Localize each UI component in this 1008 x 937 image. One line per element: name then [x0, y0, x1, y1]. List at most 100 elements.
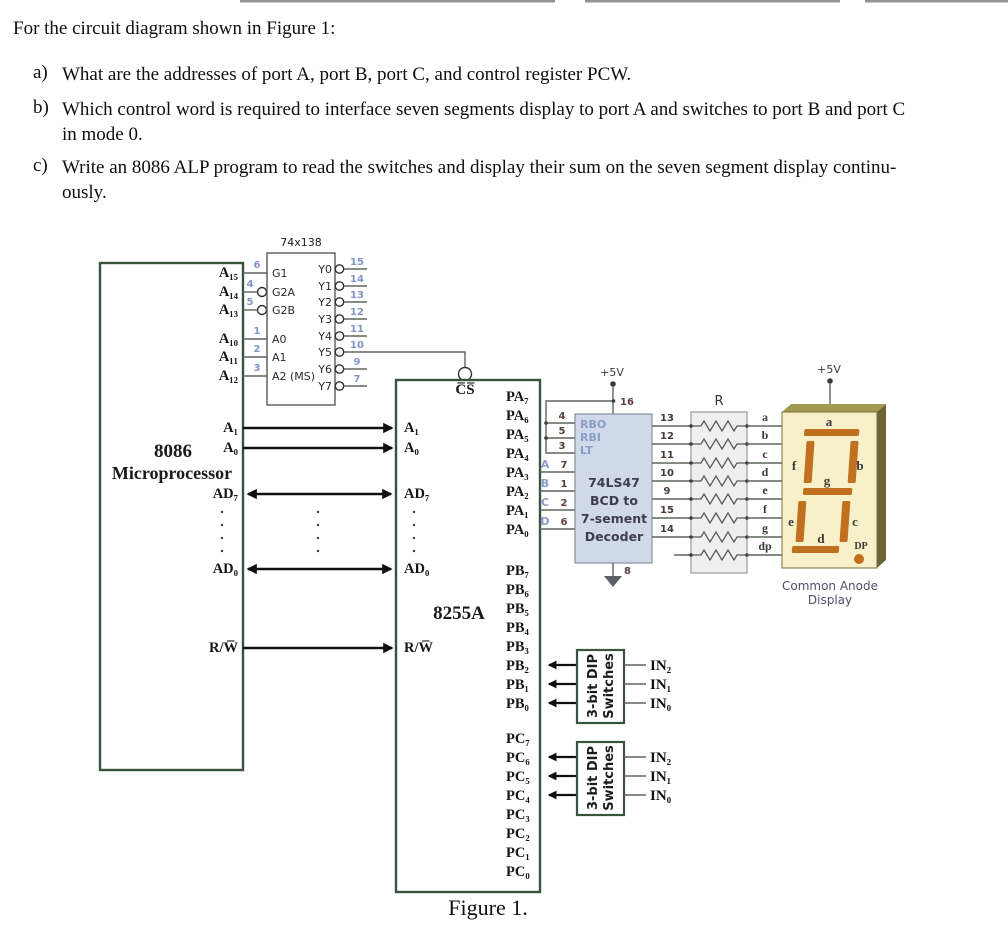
pin-number: 1: [561, 479, 568, 490]
segment-e-bar: [795, 501, 807, 542]
segment-label: f: [763, 502, 768, 516]
item-label: a): [33, 62, 48, 83]
pin-label-y7: Y7: [317, 380, 332, 393]
pin-number: 10: [660, 468, 674, 479]
segment-letter-d: d: [817, 531, 825, 546]
pin-label-pa1: PA₁: [506, 503, 529, 519]
segment-letter-dp: DP: [854, 541, 867, 552]
segment-f-bar: [803, 441, 815, 483]
display-3d-side: [877, 404, 886, 568]
pin-label-cs: C̅S̅: [455, 382, 474, 398]
pin-number: 10: [350, 340, 364, 351]
pin-label-pc0: PC₀: [506, 864, 530, 880]
input-label-in1: IN₁: [650, 677, 671, 693]
pin-number: 9: [354, 357, 361, 368]
display-caption-line1: Common Anode: [782, 579, 878, 593]
active-low-bubbles-g2: [256, 286, 268, 316]
pin-label-cpu-a1: A₁: [223, 420, 238, 436]
decoder-74ls47-output-pin-numbers: 13 12 11 10 9 15 14: [660, 413, 674, 535]
junction-dot: [544, 421, 548, 425]
pin-label-y4: Y4: [317, 330, 332, 343]
pin-label-y1: Y1: [317, 280, 332, 293]
input-label-in2: IN₂: [650, 658, 672, 674]
segment-d-bar: [791, 546, 840, 553]
pin-label-138-a0: A0: [272, 333, 287, 346]
ppi-name: 8255A: [433, 603, 485, 624]
dip1-label-line2: Switches: [602, 653, 617, 719]
ic-name-line: 7-sement: [581, 511, 647, 526]
segment-dp-dot: [854, 554, 864, 564]
pin-label-pa4: PA₄: [506, 446, 529, 462]
resistor-network-label: R: [714, 394, 723, 409]
pin-number: 13: [350, 290, 364, 301]
segment-letter-b: b: [856, 458, 863, 473]
decoder-74x138-output-bubbles-and-stubs: [334, 264, 367, 391]
pin-label-pb5: PB₅: [506, 601, 530, 617]
pin-label-pb2: PB₂: [506, 658, 529, 674]
pin-number: 11: [350, 324, 364, 335]
segment-b-bar: [847, 441, 859, 483]
dip-switch-block-2: [575, 740, 626, 817]
arrows-dip2-to-portc: [547, 752, 577, 800]
display-segments: [791, 429, 860, 553]
wire-y5-to-cs: [344, 351, 466, 367]
pin-label-pc5: PC₅: [506, 769, 530, 785]
scan-artifact-top: [240, 0, 1008, 3]
question-item-c: c)Write an 8086 ALP program to read the …: [33, 155, 896, 205]
item-text: Which control word is required to interf…: [62, 99, 906, 120]
input-label-in1: IN₁: [650, 769, 671, 785]
pin-number: 9: [664, 486, 671, 497]
pin-label-pa3: PA₃: [506, 465, 529, 481]
pin-number: 5: [247, 297, 254, 308]
pin-label-pc3: PC₃: [506, 807, 530, 823]
bcd-letter-a: A: [541, 458, 550, 471]
pin-label-lt: LT: [580, 444, 593, 457]
item-text: Write an 8086 ALP program to read the sw…: [62, 157, 897, 178]
resistor-network-block: [690, 411, 748, 574]
pin-label-ppi-a0: A₀: [404, 440, 419, 456]
pin-number: 3: [254, 363, 261, 374]
pin-label-cpu-rw: R/W̅: [209, 640, 239, 656]
bcd-letter-d: D: [540, 515, 549, 528]
dip2-label-line2: Switches: [602, 745, 617, 811]
pin-number: 4: [559, 411, 566, 422]
pin-label-138-a2: A2 (MS): [272, 370, 315, 383]
pin-label-g1: G1: [272, 267, 288, 280]
pin-number: 12: [350, 307, 364, 318]
pin-number: 6: [561, 517, 568, 528]
decoder-74x138-input-pin-numbers: 6 4 5 1 2 3: [247, 260, 261, 374]
bcd-input-letters: A B C D 7 1 2 6: [540, 458, 567, 528]
item-text: in mode 0.: [62, 124, 143, 145]
pin-label-138-a1: A1: [272, 351, 287, 364]
pin-label-ppi-ad7: AD₇: [404, 486, 429, 502]
cpu-name-line1: 8086: [154, 441, 192, 462]
pin-number: 6: [254, 260, 261, 271]
pin-label-pc7: PC₇: [506, 731, 530, 747]
bcd-letter-c: C: [541, 496, 549, 509]
cs-active-low-bubble: [457, 366, 473, 382]
ic-name-line: Decoder: [585, 529, 644, 544]
input-label-in0: IN₀: [650, 696, 672, 712]
pin-label-cpu-ad7: AD₇: [213, 486, 238, 502]
arrows-dip1-to-portb: [547, 660, 577, 708]
input-label-in2: IN₂: [650, 750, 672, 766]
segment-label: e: [762, 483, 768, 497]
pin-label-a15: A₁₅: [219, 265, 239, 281]
item-label: b): [33, 97, 49, 118]
pin-number: 15: [660, 505, 674, 516]
decoder-74x138-output-pin-numbers: 15 14 13 12 11 10 9 7: [350, 257, 364, 385]
wires-resistors-to-display: [747, 425, 782, 556]
segment-wire-labels: a b c d e f g dp: [758, 410, 772, 553]
pin-number: 3: [559, 441, 566, 452]
pin-label-pc1: PC₁: [506, 845, 530, 861]
segment-c-bar: [839, 501, 851, 542]
pin-label-pb3: PB₃: [506, 639, 530, 655]
pin-label-pa2: PA₂: [506, 484, 529, 500]
pin-number-8: 8: [624, 566, 631, 577]
input-label-in0: IN₀: [650, 788, 672, 804]
junction-dot: [544, 436, 548, 440]
ppi-port-c-labels: PC₇ PC₆ PC₅ PC₄ PC₃ PC₂ PC₁ PC₀: [506, 731, 530, 880]
pin-label-cpu-a0: A₀: [223, 440, 238, 456]
pin-label-pb7: PB₇: [506, 563, 529, 579]
